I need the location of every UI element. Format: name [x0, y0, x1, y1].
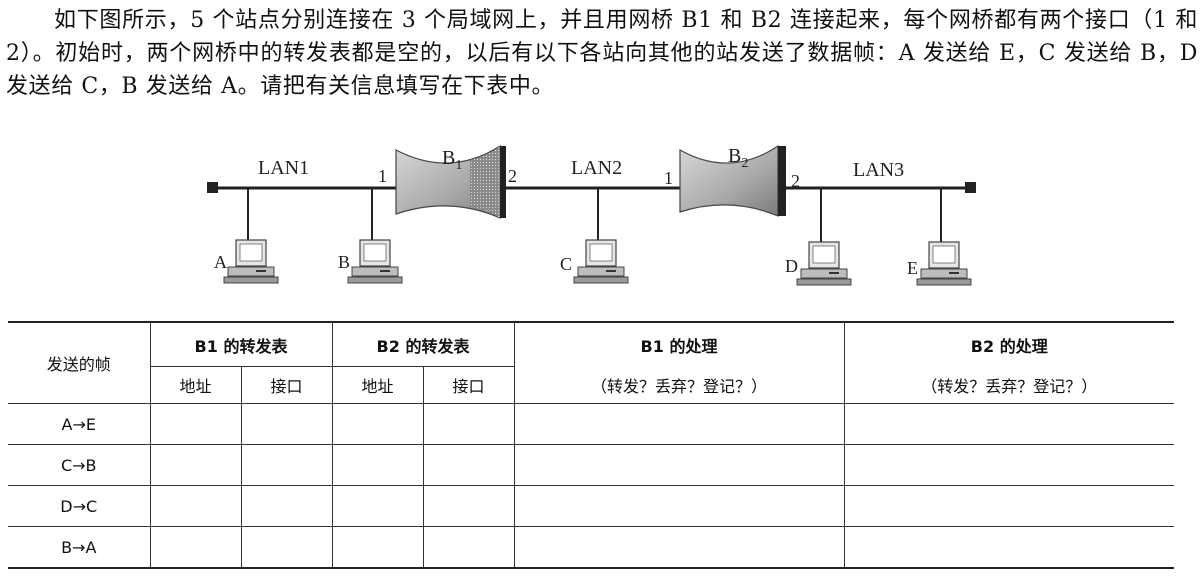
- header-b1-table: B1 的转发表: [150, 322, 332, 367]
- frame-cell: B→A: [8, 527, 150, 569]
- table-row: C→B: [8, 445, 1174, 486]
- header-b2-table: B2 的转发表: [332, 322, 514, 367]
- answer-cell[interactable]: [150, 404, 241, 445]
- b1-port1-label: 1: [378, 166, 387, 186]
- header-b2-proc: B2 的处理: [844, 322, 1174, 367]
- answer-cell[interactable]: [514, 445, 844, 486]
- answer-cell[interactable]: [241, 486, 332, 527]
- answer-cell[interactable]: [844, 527, 1174, 569]
- lan3-bus: [786, 182, 976, 193]
- header-b1-addr: 地址: [150, 367, 241, 404]
- answer-cell[interactable]: [514, 527, 844, 569]
- network-diagram: LAN1 LAN2 LAN3 B1 B2 1 2 1 2 A B C D E: [0, 0, 1203, 320]
- table-row: B→A: [8, 527, 1174, 569]
- station-d-label: D: [785, 256, 798, 276]
- station-e-icon: [917, 242, 971, 285]
- frame-cell: D→C: [8, 486, 150, 527]
- station-b-icon: [348, 240, 402, 283]
- answer-cell[interactable]: [844, 404, 1174, 445]
- header-b2-proc-hint: （转发？丢弃？登记？）: [844, 367, 1174, 404]
- lan1-label: LAN1: [258, 157, 309, 179]
- header-b1-port: 接口: [241, 367, 332, 404]
- answer-cell[interactable]: [844, 445, 1174, 486]
- answer-cell[interactable]: [514, 404, 844, 445]
- station-b-label: B: [338, 252, 350, 272]
- b1-port2-label: 2: [508, 166, 517, 186]
- answer-cell[interactable]: [241, 445, 332, 486]
- answer-cell[interactable]: [150, 527, 241, 569]
- header-frame: 发送的帧: [8, 322, 150, 404]
- header-b1-proc: B1 的处理: [514, 322, 844, 367]
- answer-cell[interactable]: [423, 486, 514, 527]
- b2-port2-label: 2: [791, 171, 800, 191]
- answer-cell[interactable]: [150, 486, 241, 527]
- station-a-label: A: [214, 252, 227, 272]
- station-e-label: E: [907, 258, 918, 278]
- answer-cell[interactable]: [332, 527, 423, 569]
- answer-cell[interactable]: [423, 404, 514, 445]
- lan3-label: LAN3: [853, 159, 904, 181]
- answer-cell[interactable]: [241, 527, 332, 569]
- station-c-icon: [574, 240, 628, 283]
- header-b2-port: 接口: [423, 367, 514, 404]
- header-b2-addr: 地址: [332, 367, 423, 404]
- station-d-icon: [797, 242, 851, 285]
- answer-cell[interactable]: [241, 404, 332, 445]
- answer-cell[interactable]: [514, 486, 844, 527]
- station-a-icon: [224, 240, 278, 283]
- table-row: D→C: [8, 486, 1174, 527]
- answer-table: 发送的帧 B1 的转发表 B2 的转发表 B1 的处理 B2 的处理 地址 接口…: [8, 321, 1174, 569]
- station-c-label: C: [560, 254, 572, 274]
- answer-cell[interactable]: [844, 486, 1174, 527]
- lan1-bus: [207, 182, 396, 193]
- answer-cell[interactable]: [150, 445, 241, 486]
- frame-cell: A→E: [8, 404, 150, 445]
- table-row: A→E: [8, 404, 1174, 445]
- frame-cell: C→B: [8, 445, 150, 486]
- answer-cell[interactable]: [423, 445, 514, 486]
- answer-cell[interactable]: [332, 404, 423, 445]
- answer-cell[interactable]: [332, 486, 423, 527]
- b2-port1-label: 1: [664, 168, 673, 188]
- lan2-label: LAN2: [571, 157, 622, 179]
- answer-cell[interactable]: [332, 445, 423, 486]
- answer-cell[interactable]: [423, 527, 514, 569]
- header-b1-proc-hint: （转发？丢弃？登记？）: [514, 367, 844, 404]
